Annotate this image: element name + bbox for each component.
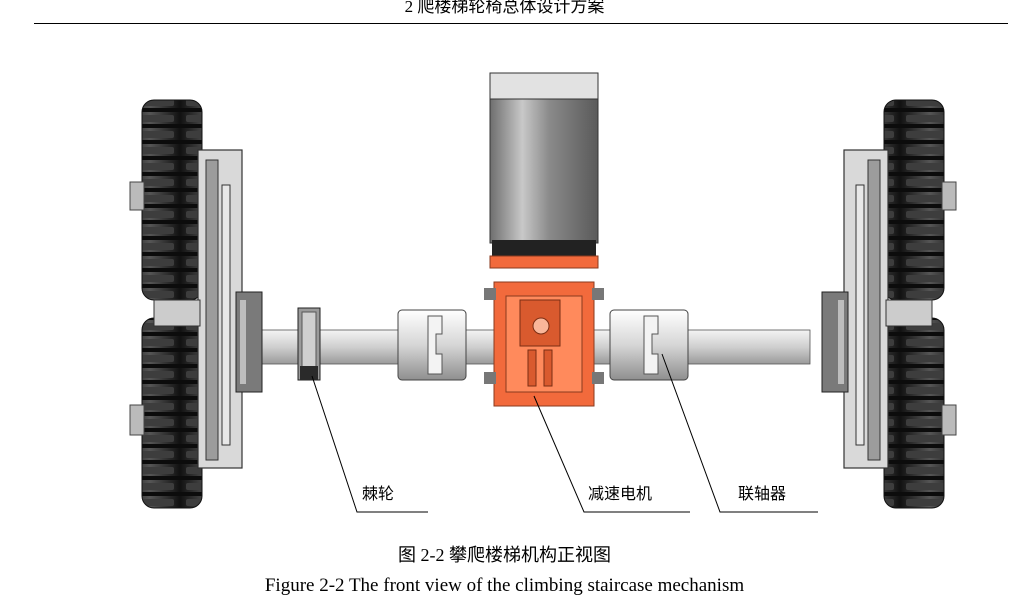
right-frame-plate: [843, 149, 889, 469]
right-coupling: [609, 309, 689, 381]
running-header: 2 爬楼梯轮椅总体设计方案: [404, 0, 605, 16]
coupling-leader: [661, 353, 818, 513]
ratchet-part: [297, 307, 321, 381]
label-gear-motor: 减速电机: [588, 486, 653, 503]
left-frame-plate: [197, 149, 243, 469]
left-coupling: [397, 309, 467, 381]
ratchet-leader: [311, 375, 428, 513]
figure-caption-en: Figure 2-2 The front view of the climbin…: [264, 575, 745, 596]
gear-motor-leader: [533, 395, 690, 513]
left-tire-lower: [141, 317, 203, 509]
left-sprocket: [235, 291, 263, 393]
right-wheel-assembly: [821, 99, 957, 509]
leader-lines: [311, 353, 818, 513]
label-ratchet: 棘轮: [362, 486, 395, 503]
left-tire-upper: [141, 99, 203, 301]
header-rule: [34, 23, 1008, 24]
left-wheel-assembly: [129, 99, 263, 509]
label-coupling: 联轴器: [738, 486, 787, 503]
right-tire-lower: [883, 317, 945, 509]
right-sprocket: [821, 291, 849, 393]
figure-caption-cn: 图 2-2 攀爬楼梯机构正视图: [398, 545, 611, 565]
gear-motor: [484, 72, 604, 407]
right-tire-upper: [883, 99, 945, 301]
motor-body: [489, 72, 599, 244]
